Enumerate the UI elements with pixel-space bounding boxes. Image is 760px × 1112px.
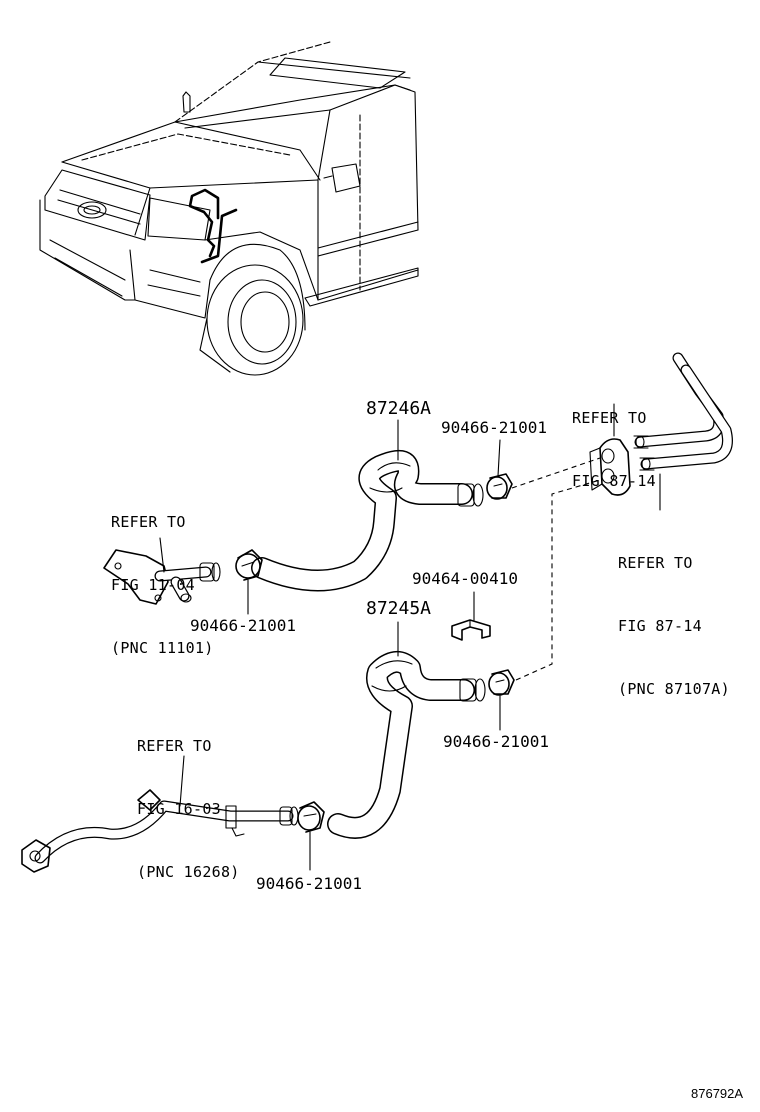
- ref-fig-11-04: REFER TO FIG 11-04 (PNC 11101): [111, 470, 214, 701]
- heater-hose-lower: [327, 651, 486, 839]
- part-number-clamp-upper-right: 90466-21001: [441, 418, 547, 437]
- ref-line: REFER TO: [137, 737, 212, 755]
- ref-line: REFER TO: [618, 554, 693, 572]
- part-number-hose-upper: 87246A: [366, 398, 432, 419]
- clamp-upper-left: [235, 549, 263, 581]
- water-pipe-part: [21, 755, 299, 873]
- grommet: [589, 438, 631, 496]
- clamp-lower-left: [297, 801, 325, 833]
- ref-line: REFER TO: [572, 409, 647, 427]
- clamp-lower-right: [488, 669, 515, 696]
- clip-part: [451, 619, 491, 641]
- heater-hose-upper: [251, 449, 484, 592]
- ref-line: FIG 16-03: [137, 800, 221, 818]
- ref-fig-16-03: REFER TO FIG 16-03 (PNC 16268): [137, 694, 240, 925]
- ref-fig-87-14-top: REFER TO FIG 87-14: [572, 366, 656, 534]
- heater-pipes: [633, 352, 733, 471]
- clamp-upper-right: [486, 473, 513, 500]
- ref-line: (PNC 16268): [137, 863, 240, 881]
- vehicle-illustration: [39, 41, 419, 376]
- ref-line: FIG 11-04: [111, 576, 195, 594]
- part-number-hose-lower: 87245A: [366, 598, 432, 619]
- ref-line: FIG 87-14: [618, 617, 702, 635]
- part-number-clamp-upper-left: 90466-21001: [190, 616, 296, 635]
- ref-fig-87-14-right: REFER TO FIG 87-14 (PNC 87107A): [618, 511, 730, 742]
- part-number-clamp-lower-right: 90466-21001: [443, 732, 549, 751]
- ref-line: FIG 87-14: [572, 472, 656, 490]
- part-number-clamp-lower-left: 90466-21001: [256, 874, 362, 893]
- water-outlet-part: [103, 537, 221, 605]
- leader-lines: [247, 403, 661, 871]
- ref-line: (PNC 11101): [111, 639, 214, 657]
- part-number-clip: 90464-00410: [412, 569, 518, 588]
- diagram-code: 876792A: [691, 1086, 744, 1101]
- ref-line: (PNC 87107A): [618, 680, 730, 698]
- ref-line: REFER TO: [111, 513, 186, 531]
